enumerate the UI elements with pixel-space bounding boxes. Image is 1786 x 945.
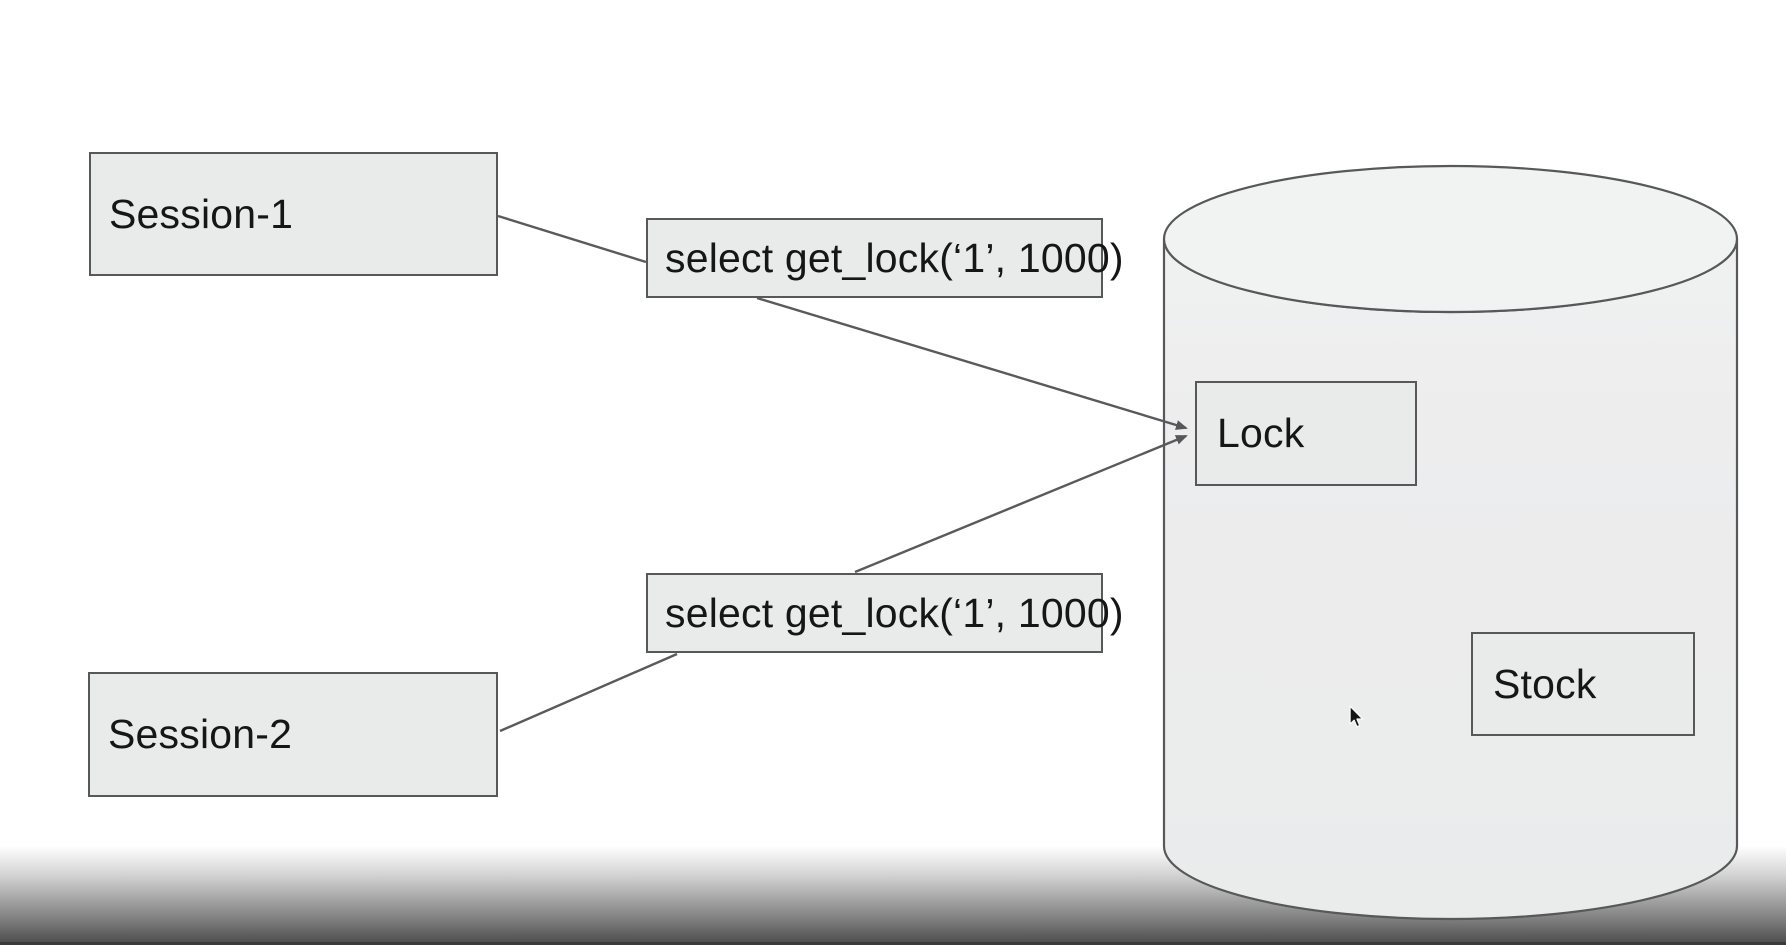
- edge-query2-to-lock: [854, 434, 1188, 574]
- query2-box: select get_lock(‘1’, 1000): [646, 573, 1124, 653]
- session1-box: Session-1: [89, 152, 498, 276]
- edge-query1-to-lock: [756, 296, 1188, 430]
- query1-label: select get_lock(‘1’, 1000): [665, 234, 1124, 281]
- edge-session1-to-query1: [497, 214, 647, 264]
- database-cylinder-top: [1162, 164, 1739, 314]
- stock-table-label: Stock: [1493, 660, 1597, 707]
- mouse-cursor-icon: [1349, 705, 1364, 728]
- session2-box: Session-2: [88, 672, 498, 797]
- session1-label: Session-1: [109, 190, 294, 237]
- database-cylinder: [1162, 164, 1739, 921]
- stock-table-box: Stock: [1471, 632, 1695, 736]
- database-cylinder-body: [1162, 238, 1739, 921]
- query1-box: select get_lock(‘1’, 1000): [646, 218, 1124, 298]
- session2-label: Session-2: [108, 711, 293, 757]
- query2-label: select get_lock(‘1’, 1000): [665, 589, 1124, 636]
- edge-session2-to-query2: [499, 652, 678, 733]
- lock-table-label: Lock: [1217, 410, 1305, 456]
- lock-table-box: Lock: [1195, 381, 1417, 486]
- footer-bottom-line: [0, 942, 1786, 945]
